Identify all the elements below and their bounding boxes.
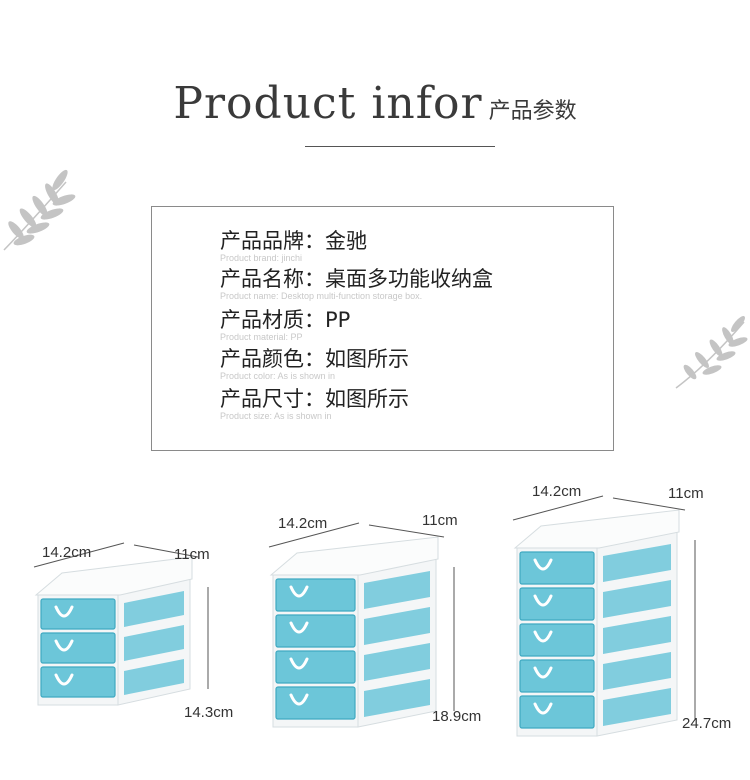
spec-english: Product size: As is shown in	[220, 411, 332, 421]
spec-row-brand: 产品品牌：金驰 Product brand: jinchi	[220, 229, 367, 264]
spec-label: 产品名称：	[220, 267, 325, 291]
spec-english: Product color: As is shown in	[220, 371, 336, 381]
spec-label: 产品颜色：	[220, 347, 325, 371]
spec-label: 产品材质：	[220, 308, 325, 332]
product-2-lid	[269, 536, 439, 576]
spec-row-size: 产品尺寸：如图所示 Product size: As is shown in	[220, 387, 409, 422]
product-2-depth-label: 11cm	[422, 512, 458, 529]
product-2-drawer-handle-icon	[289, 693, 309, 706]
product-2-depth-line	[368, 524, 445, 538]
spec-english: Product material: PP	[220, 332, 303, 342]
product-3-width-line	[512, 495, 604, 521]
product-2-width-label: 14.2cm	[278, 515, 328, 532]
product-3-height-label: 24.7cm	[682, 715, 732, 732]
product-illustrations	[33, 495, 696, 737]
product-1-width-line	[33, 542, 125, 568]
title-chinese: 产品参数	[488, 99, 577, 124]
spec-row-name: 产品名称：桌面多功能收纳盒 Product name: Desktop mult…	[220, 267, 493, 302]
product-2-side-window	[364, 643, 430, 681]
spec-value: 桌面多功能收纳盒	[325, 267, 493, 291]
product-3-drawer	[519, 587, 595, 621]
product-3-drawer-handle-icon	[533, 630, 553, 643]
spec-english: Product brand: jinchi	[220, 253, 303, 263]
title-english: Product infor	[173, 78, 483, 129]
leaf-branch-left-icon	[3, 169, 76, 251]
product-2-drawer-handle-icon	[289, 657, 309, 670]
product-3-drawer	[519, 695, 595, 729]
spec-value: PP	[325, 308, 351, 332]
product-3-side-window	[603, 580, 671, 618]
product-2-drawer	[275, 650, 356, 684]
product-3-drawer-handle-icon	[533, 666, 553, 679]
product-2-drawer-handle-icon	[289, 585, 309, 598]
spec-value: 如图所示	[325, 387, 409, 411]
product-3-drawer-handle-icon	[533, 702, 553, 715]
product-1-depth-line	[133, 544, 199, 558]
product-3-drawer	[519, 623, 595, 657]
product-3-side-window	[603, 688, 671, 726]
spec-label: 产品品牌：	[220, 229, 325, 253]
product-1-depth-label: 11cm	[174, 546, 210, 563]
product-2-drawer	[275, 686, 356, 720]
product-1-lid	[34, 556, 193, 596]
leaf-branch-right-icon	[675, 316, 748, 389]
product-1-height-label: 14.3cm	[184, 704, 234, 721]
spec-panel: 产品品牌：金驰 Product brand: jinchi 产品名称：桌面多功能…	[151, 206, 614, 451]
product-1-side-window	[124, 591, 184, 627]
product-3-drawer-handle-icon	[533, 594, 553, 607]
product-3-depth-label: 11cm	[668, 485, 704, 502]
product-3-side-window	[603, 652, 671, 690]
product-1-drawer	[40, 632, 116, 664]
product-1-side-window	[124, 625, 184, 661]
product-3-drawer	[519, 551, 595, 585]
spec-value: 金驰	[325, 229, 367, 253]
product-2-side-window	[364, 571, 430, 609]
product-1-width-label: 14.2cm	[42, 544, 92, 561]
product-1-drawer	[40, 598, 116, 630]
product-3-lid	[513, 509, 680, 549]
product-3-drawer	[519, 659, 595, 693]
product-1-drawer-handle-icon	[54, 673, 74, 686]
product-2-width-line	[268, 522, 360, 548]
product-2-side-window	[364, 607, 430, 645]
product-3-width-label: 14.2cm	[532, 483, 582, 500]
product-gallery: 14.2cm 11cm 14.3cm 14.2cm 11cm 18.9cm 14…	[0, 470, 750, 780]
spec-label: 产品尺寸：	[220, 387, 325, 411]
product-3-side-window	[603, 616, 671, 654]
product-1-drawer-handle-icon	[54, 605, 74, 618]
product-3-depth-line	[612, 497, 686, 511]
spec-english: Product name: Desktop multi-function sto…	[220, 291, 423, 301]
product-1-drawer-handle-icon	[54, 639, 74, 652]
product-3-side-window	[603, 544, 671, 582]
spec-row-material: 产品材质：PP Product material: PP	[220, 308, 350, 343]
spec-value: 如图所示	[325, 347, 409, 371]
product-2-drawer	[275, 614, 356, 648]
spec-row-color: 产品颜色：如图所示 Product color: As is shown in	[220, 347, 409, 382]
product-2-drawer	[275, 578, 356, 612]
product-2-drawer-handle-icon	[289, 621, 309, 634]
product-1-drawer	[40, 666, 116, 698]
product-3-drawer-handle-icon	[533, 558, 553, 571]
product-2-height-label: 18.9cm	[432, 708, 482, 725]
product-1-side-window	[124, 659, 184, 695]
product-2-side-window	[364, 679, 430, 717]
title-underline	[305, 146, 495, 147]
